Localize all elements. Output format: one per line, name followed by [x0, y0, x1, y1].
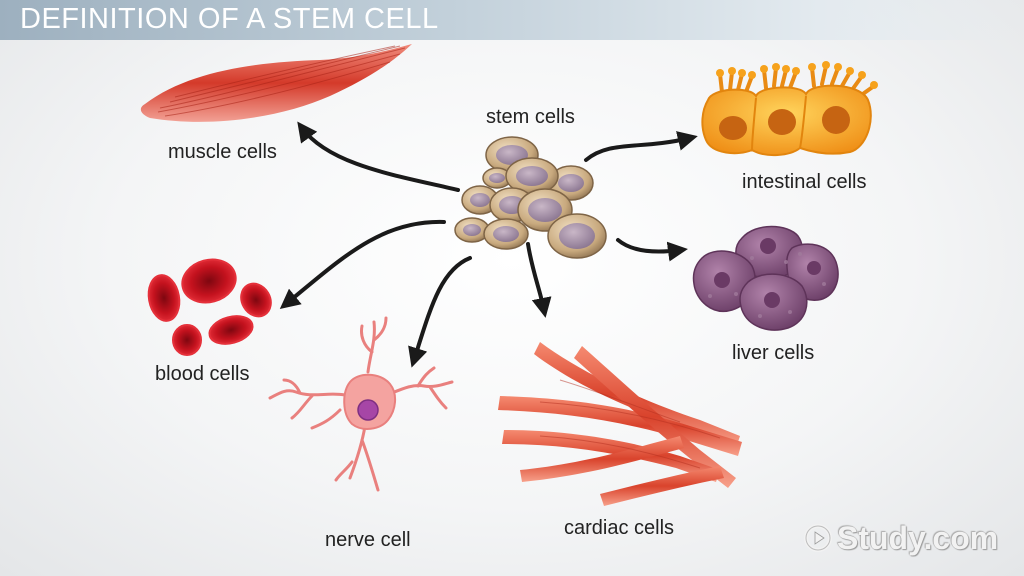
brand-logo: Study.com [803, 518, 998, 558]
nerve-cell-label: nerve cell [325, 529, 411, 551]
arrow-to-intestinal-cells [584, 131, 698, 162]
arrow-to-nerve-cell [408, 256, 472, 368]
arrow-to-cardiac-cells [526, 242, 552, 318]
muscle-cells-image [140, 44, 412, 122]
arrows [279, 121, 698, 368]
page-title: DEFINITION OF A STEM CELL [20, 3, 439, 35]
blood-cells-label: blood cells [155, 363, 250, 385]
stem-cells-image [454, 136, 607, 259]
muscle-cells-label: muscle cells [168, 141, 277, 163]
arrow-to-blood-cells [279, 219, 446, 310]
brand-name: Study.com [837, 519, 999, 556]
title-bar: DEFINITION OF A STEM CELL [0, 0, 1024, 40]
cardiac-cells-label: cardiac cells [564, 517, 675, 539]
liver-cells-label: liver cells [732, 342, 815, 364]
blood-cells-image [147, 258, 272, 356]
liver-cells-image [692, 225, 839, 331]
nerve-cell-image [268, 316, 454, 492]
arrow-to-muscle-cells [297, 121, 460, 192]
intestinal-cells-label: intestinal cells [742, 171, 867, 193]
stem-cells-label: stem cells [486, 106, 575, 128]
play-circle-icon [804, 524, 832, 552]
cardiac-cells-image [498, 342, 742, 506]
intestinal-cells-image [701, 61, 878, 156]
arrow-to-liver-cells [616, 238, 688, 262]
